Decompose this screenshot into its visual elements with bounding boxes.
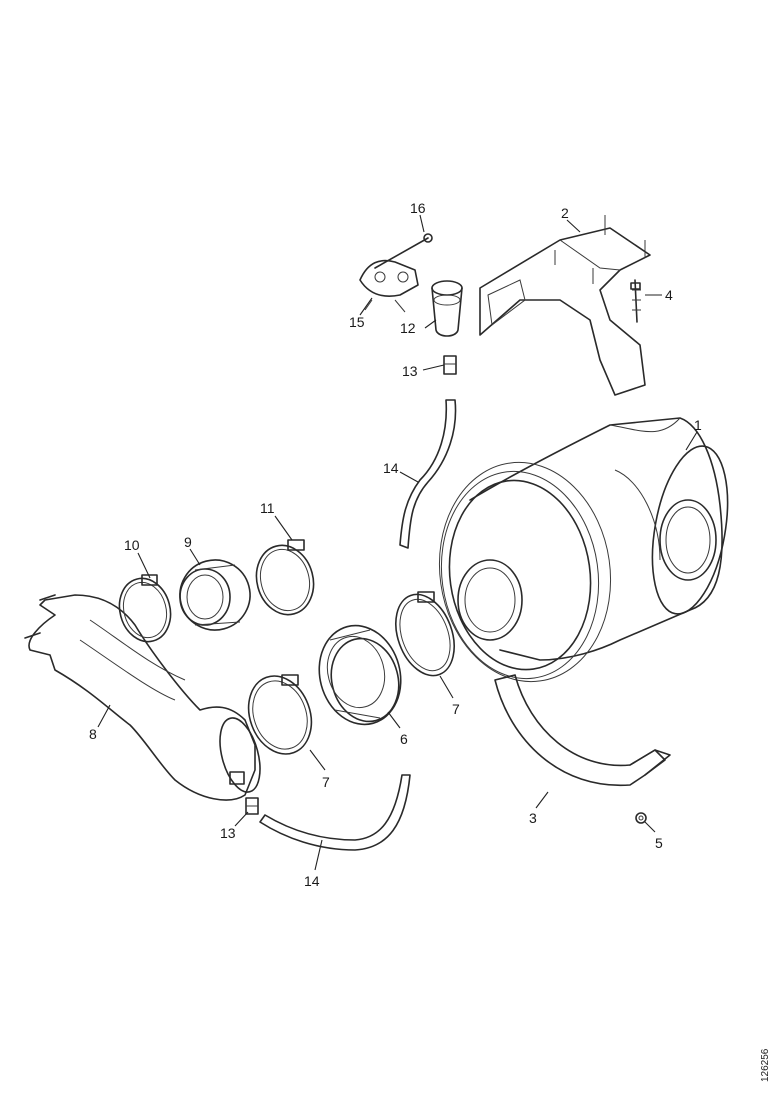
callout-7b: 7 [322, 774, 330, 790]
callout-7a: 7 [452, 701, 460, 717]
callout-10: 10 [124, 537, 140, 553]
hose-clamp-upper [395, 591, 455, 677]
callout-8: 8 [89, 726, 97, 742]
callout-5: 5 [655, 835, 663, 851]
nut [635, 812, 647, 824]
callout-13a: 13 [402, 363, 418, 379]
leader-lines [97, 214, 698, 871]
callout-14a: 14 [383, 460, 399, 476]
mounting-bracket [479, 215, 651, 396]
screw [374, 233, 433, 269]
callout-labels: 1 2 3 4 5 6 7 7 8 9 10 11 12 13 13 14 14… [89, 200, 702, 889]
vacuator-hose-lower [259, 774, 411, 851]
hose-clamp-10 [118, 574, 172, 643]
callout-9: 9 [184, 534, 192, 550]
callout-4: 4 [665, 287, 673, 303]
bolt [630, 279, 641, 323]
vacuator-hose-upper [399, 399, 457, 549]
hose-fitting-upper [443, 355, 457, 375]
valve-bracket-clip [359, 259, 419, 313]
callout-16: 16 [410, 200, 426, 216]
callout-12: 12 [400, 320, 416, 336]
hose-clamp-11 [255, 539, 315, 616]
reference-code: 126256 [760, 1048, 771, 1082]
hose-coupling [318, 624, 402, 726]
dust-valve [431, 280, 463, 337]
hose-fitting-lower [245, 797, 259, 815]
mounting-strap [494, 674, 671, 787]
callout-1: 1 [694, 417, 702, 433]
air-cleaner-housing [438, 417, 729, 683]
callout-14b: 14 [304, 873, 320, 889]
short-hose [179, 559, 251, 631]
callout-6: 6 [400, 731, 408, 747]
hose-clamp-lower [247, 674, 313, 755]
intake-pipe [24, 594, 261, 801]
callout-15: 15 [349, 314, 365, 330]
callout-11: 11 [260, 500, 275, 516]
callout-2: 2 [561, 205, 569, 221]
callout-13b: 13 [220, 825, 236, 841]
callout-3: 3 [529, 810, 537, 826]
